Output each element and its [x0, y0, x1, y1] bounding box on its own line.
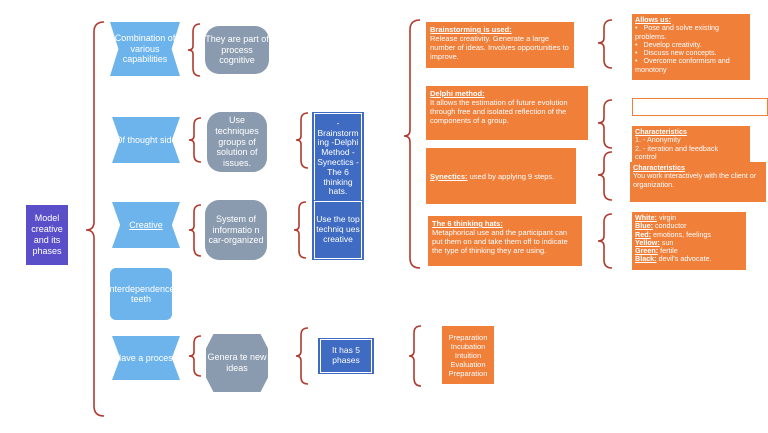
phase-item: Evaluation	[450, 359, 486, 369]
delphi-bracket	[597, 99, 613, 149]
node-interdependence: interdependence teeth	[110, 268, 172, 320]
phases-bracket	[408, 325, 422, 387]
node-combination: Combination of various capabilities	[110, 22, 180, 76]
node-techniques: Use techniques groups of solution of iss…	[207, 112, 267, 172]
delphi-box: Delphi method: It allows the estimation …	[426, 86, 588, 140]
creative-label: Creative	[129, 219, 163, 230]
hat-item: Blue: conductor	[635, 221, 687, 231]
top-techniques-label: Use the top techniq ues creative	[316, 214, 360, 244]
node-have-process: Have a process	[112, 336, 180, 380]
hat-item: White: virgin	[635, 213, 677, 222]
brainstorm-title: Brainstorming is used:	[430, 25, 512, 34]
phase-item: Preparation	[448, 368, 488, 378]
node-thought: Of thought side	[112, 117, 180, 163]
allows-title: Allows us:	[635, 15, 671, 24]
char1-line: control	[635, 151, 657, 161]
hat-item: Black: devil's advocate.	[635, 254, 712, 264]
root-bracket	[85, 21, 105, 417]
have-process-label: Have a process	[114, 352, 178, 363]
allows-item: • Discuss new concepts.	[635, 48, 717, 58]
char2-title: Characteristics	[633, 163, 685, 172]
brainstorm-box: Brainstorming is used: Release creativit…	[426, 22, 574, 70]
techniques-bracket	[295, 112, 309, 169]
interdependence-label: interdependence teeth	[110, 283, 172, 304]
char2-body: You work interactively with the client o…	[633, 171, 757, 189]
characteristics-box-2: Characteristics You work interactively w…	[630, 162, 766, 202]
delphi-title: Delphi method:	[430, 89, 485, 98]
techniques-label: Use techniques groups of solution of iss…	[215, 115, 259, 169]
node-methods: - Brainstorm ing -Delphi Method - Synect…	[312, 112, 364, 204]
combination-label: Combination of various capabilities	[114, 33, 176, 65]
root-label: Model creative and its phases	[31, 213, 63, 256]
system-bracket	[293, 201, 307, 259]
char1-line: 2. - iteration and feedback	[635, 143, 719, 153]
char1-line: 1. - Anonymity	[635, 135, 681, 145]
generate-label: Genera te new ideas	[207, 352, 267, 373]
synectics-body: used by applying 9 steps.	[469, 171, 555, 181]
phase-item: Incubation	[450, 341, 486, 351]
node-process: They are part of process cognitive	[205, 26, 269, 74]
node-creative: Creative	[112, 202, 180, 248]
allows-box: Allows us: • Pose and solve existing pro…	[632, 14, 750, 80]
allows-bracket	[597, 19, 613, 69]
hat-item: Green: fertile	[635, 246, 678, 256]
phases-list-box: Preparation Incubation Intuition Evaluat…	[442, 326, 494, 384]
methods-label: - Brainstorm ing -Delphi Method - Synect…	[317, 117, 359, 197]
hats-bracket	[597, 213, 613, 269]
phase-item: Intuition	[454, 350, 482, 360]
char1-title: Characteristics	[635, 127, 687, 136]
hats-title: The 6 thinking hats:	[432, 219, 503, 228]
allows-item: • Pose and solve existing problems.	[635, 23, 720, 41]
synectics-bracket	[597, 151, 613, 201]
thought-label: Of thought side	[115, 134, 177, 145]
hats-body: Metaphorical use and the participant can…	[432, 228, 568, 255]
methods-bracket	[403, 19, 421, 269]
process-label: They are part of process cognitive	[205, 33, 269, 66]
synectics-box: Synectics: used by applying 9 steps.	[426, 148, 576, 204]
hats-colors-box: White: virgin Blue: conductor Red: emoti…	[632, 212, 746, 270]
brainstorm-body: Release creativity. Generate a large num…	[430, 34, 569, 61]
creative-bracket	[188, 204, 202, 257]
hat-item: Red: emotions, feelings	[635, 229, 711, 239]
delphi-empty-box	[632, 98, 768, 116]
generate-bracket	[295, 327, 309, 385]
allows-item: • Overcome conformism and monotony	[635, 56, 730, 74]
delphi-body: It allows the estimation of future evolu…	[430, 98, 568, 125]
phase-item: Preparation	[448, 332, 488, 342]
node-top-techniques: Use the top techniq ues creative	[312, 200, 364, 260]
node-system: System of informatio n car-organized	[205, 200, 267, 260]
node-generate: Genera te new ideas	[206, 334, 268, 392]
synectics-title: Synectics:	[430, 171, 468, 181]
combination-bracket	[187, 23, 201, 77]
root-node: Model creative and its phases	[26, 205, 68, 265]
allows-item: • Develop creativity.	[635, 39, 702, 49]
characteristics-box-1: Characteristics 1. - Anonymity 2. - iter…	[632, 126, 750, 162]
hats-box: The 6 thinking hats: Metaphorical use an…	[428, 216, 582, 266]
thought-bracket	[188, 117, 202, 163]
process-bracket	[188, 335, 202, 377]
node-phases: It has 5 phases	[318, 338, 374, 374]
system-label: System of informatio n car-organized	[208, 213, 264, 246]
hat-item: Yellow: sun	[635, 237, 674, 247]
phases-label: It has 5 phases	[332, 345, 360, 365]
